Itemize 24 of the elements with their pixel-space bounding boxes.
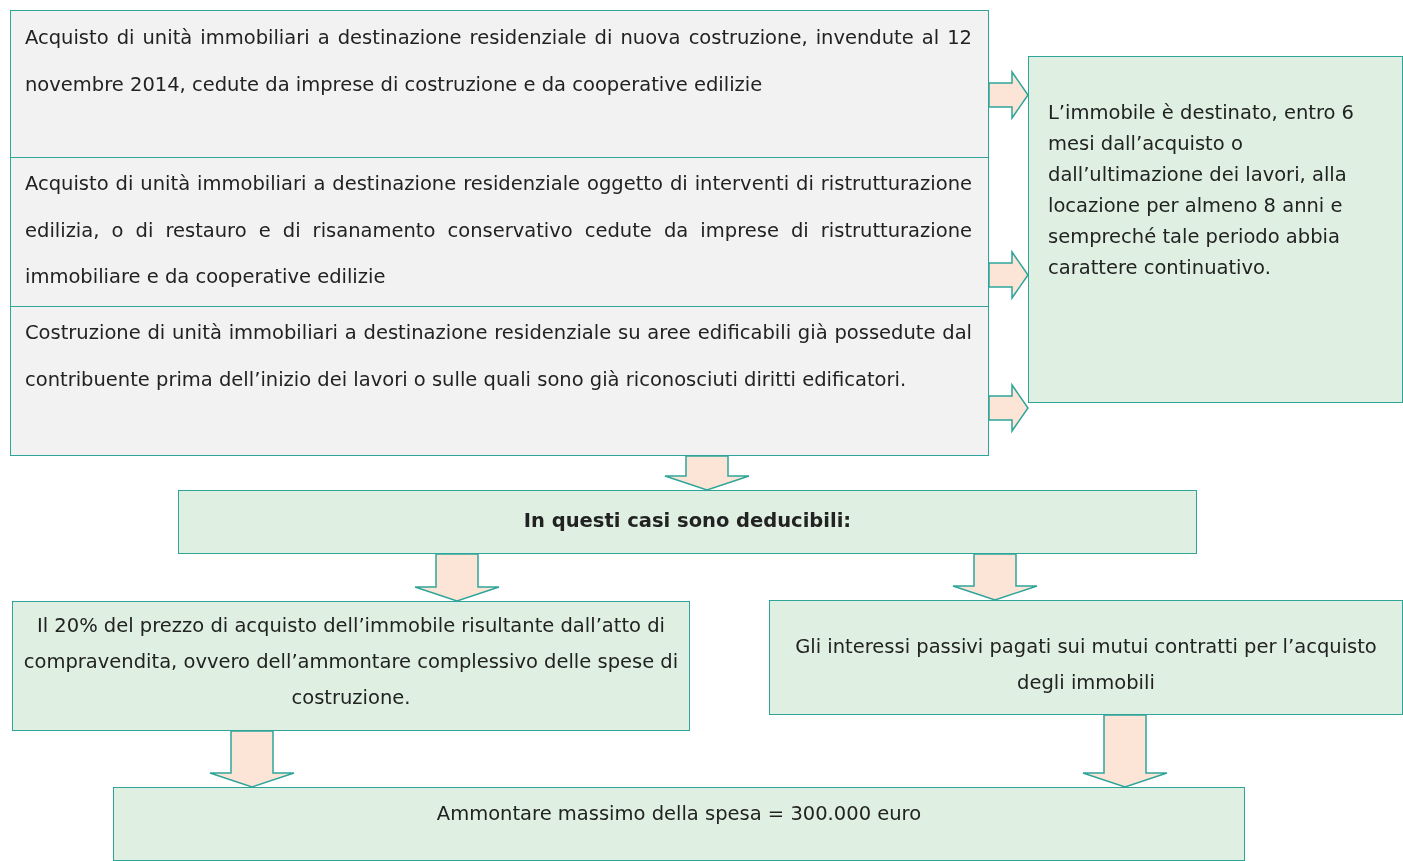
text-box [10, 306, 989, 456]
box-text: Il 20% del prezzo di acquisto dell’immobile risultante dall’atto di compravendita, ovvero dell’ammontare complessivo delle spese di costruzione. [22, 613, 680, 711]
box-text: Acquisto di unità immobiliari a destinazione residenziale oggetto di interventi di ristrutturazione edilizia, o di restauro e di risanamento conservativo cedute da imprese di ristrutturazione immobiliare e da cooperative edilizie [24, 171, 973, 290]
block-arrow [664, 455, 750, 491]
block-arrow [988, 382, 1029, 434]
text-box [10, 10, 989, 158]
block-arrow [1082, 714, 1168, 788]
box-text: Ammontare massimo della spesa = 300.000 euro [435, 801, 923, 827]
block-arrow [414, 553, 500, 602]
block-arrow [988, 249, 1029, 301]
text-box [1028, 56, 1403, 403]
text-box [10, 157, 989, 307]
text-box [178, 490, 1197, 554]
box-text: In questi casi sono deducibili: [522, 508, 853, 534]
text-box [769, 600, 1403, 715]
box-text: L’immobile è destinato, entro 6 mesi dall’acquisto o dall’ultimazione dei lavori, alla locazione per almeno 8 anni e sempreché tale periodo abbia carattere continuativo. [1047, 100, 1355, 281]
box-text: Gli interessi passivi pagati sui mutui contratti per l’acquisto degli immobili [794, 634, 1378, 696]
text-box [113, 787, 1245, 861]
box-text: Costruzione di unità immobiliari a destinazione residenziale su aree edificabili già possedute dal contribuente prima dell’inizio dei lavori o sulle quali sono già riconosciuti diritti edificatori. [24, 320, 973, 393]
block-arrow [988, 69, 1029, 121]
text-box [12, 601, 690, 731]
block-arrow [209, 730, 295, 788]
box-text: Acquisto di unità immobiliari a destinazione residenziale di nuova costruzione, invendute al 12 novembre 2014, cedute da imprese di costruzione e da cooperative edilizie [24, 25, 973, 98]
block-arrow [952, 553, 1038, 601]
